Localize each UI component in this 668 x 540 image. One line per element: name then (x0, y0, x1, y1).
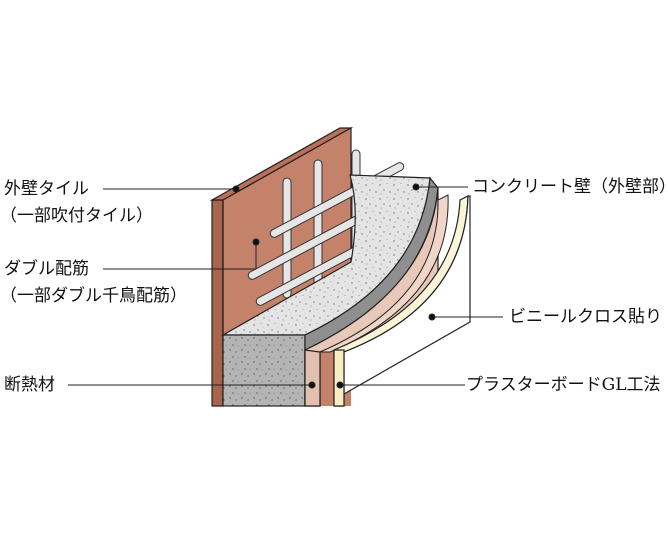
vinyl-cloth-surface (343, 195, 471, 396)
label-exterior-tile: 外壁タイル (4, 179, 89, 199)
label-double-rebar-note: （一部ダブル千鳥配筋） (0, 286, 187, 306)
label-plasterboard: プラスターボードGL工法 (466, 375, 661, 395)
label-exterior-tile-note: （一部吹付タイル） (0, 206, 153, 226)
insulation-back-panel (319, 194, 449, 353)
label-vinyl-cloth: ビニールクロス貼り (509, 307, 662, 327)
label-insulation: 断熱材 (4, 375, 55, 395)
label-double-rebar: ダブル配筋 (4, 259, 89, 279)
label-concrete-wall: コンクリート壁（外壁部） (472, 177, 668, 197)
concrete-wall-front (222, 334, 306, 407)
